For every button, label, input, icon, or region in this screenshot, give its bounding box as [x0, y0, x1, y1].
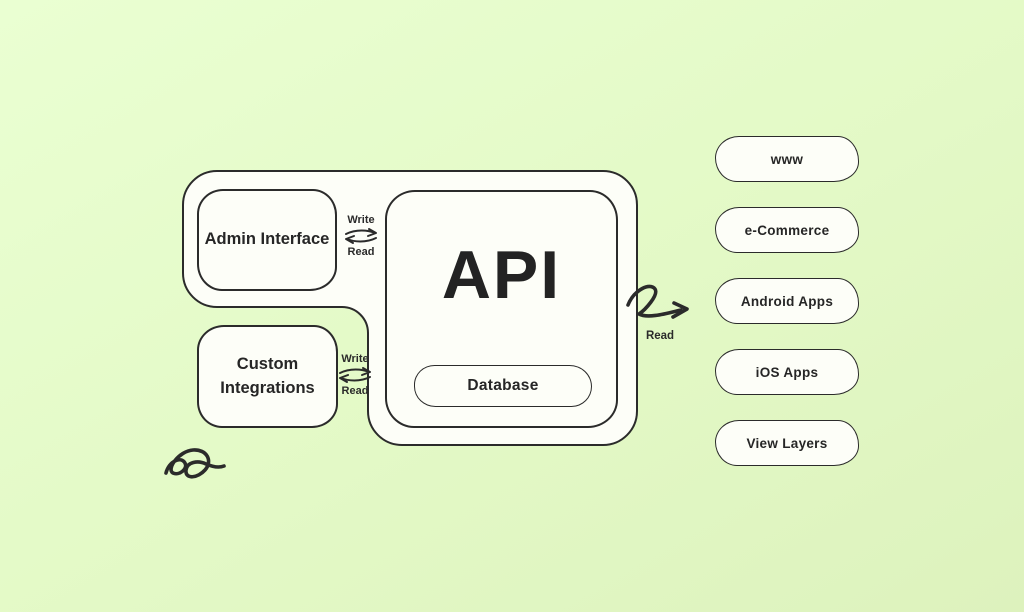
custom-integrations-label: Custom Integrations: [220, 355, 315, 397]
client-pill-ios-apps: iOS Apps: [715, 349, 859, 395]
client-pill-label: e-Commerce: [744, 222, 830, 238]
api-box: API Database: [385, 190, 618, 428]
write-label: Write: [347, 214, 375, 226]
read-label: Read: [347, 246, 375, 258]
database-pill: Database: [414, 365, 592, 407]
api-title: API: [441, 237, 562, 313]
admin-interface-box: Admin Interface: [197, 189, 337, 291]
write-read-group-custom: Write Read: [331, 353, 379, 397]
client-pill-www: www: [715, 136, 859, 182]
custom-integrations-box: Custom Integrations: [197, 325, 338, 428]
client-pill-label: Android Apps: [740, 293, 834, 309]
write-label: Write: [341, 353, 369, 365]
client-pill-label: www: [770, 151, 804, 167]
client-pill-ecommerce: e-Commerce: [715, 207, 859, 253]
write-read-group-admin: Write Read: [337, 214, 385, 258]
client-pill-view-layers: View Layers: [715, 420, 859, 466]
write-read-arrows-icon: [339, 367, 371, 383]
api-out-arrow-label: Read: [645, 330, 675, 342]
admin-interface-label: Admin Interface: [204, 230, 330, 249]
client-pill-label: View Layers: [746, 435, 828, 451]
read-arrow-icon: [626, 284, 689, 319]
client-pill-android-apps: Android Apps: [715, 278, 859, 324]
database-label: Database: [467, 377, 539, 394]
client-pill-label: iOS Apps: [755, 364, 819, 380]
doodle-icon: [164, 448, 226, 479]
read-label: Read: [341, 385, 369, 397]
write-read-arrows-icon: [345, 228, 377, 244]
